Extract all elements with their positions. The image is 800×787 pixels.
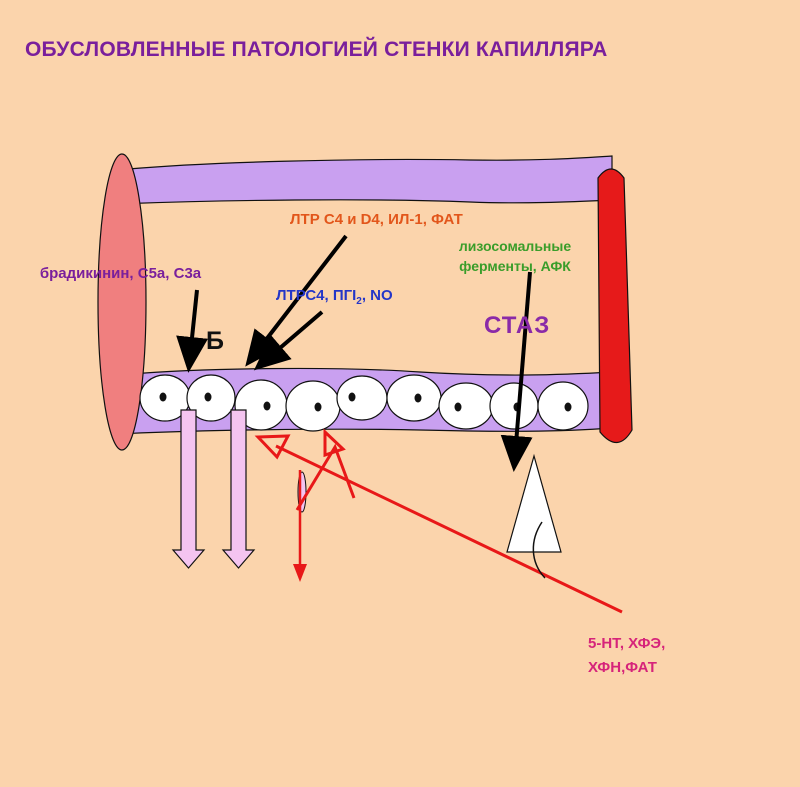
cell-nucleus — [159, 392, 167, 402]
endothelial-cell — [336, 375, 388, 421]
serotonin-arrowhead — [323, 428, 346, 458]
mediator-arrows — [176, 234, 533, 472]
endothelial-cell — [537, 381, 589, 431]
ltrc4-label-subscript: 2 — [356, 296, 362, 307]
ltr-c4d4-arrow — [245, 234, 348, 367]
bradykinin-arrow — [176, 289, 208, 373]
cell-nucleus — [454, 402, 462, 412]
cell-nucleus — [348, 392, 356, 402]
vessel-left-end — [97, 153, 147, 451]
page-title: ОБУСЛОВЛЕННЫЕ ПАТОЛОГИЕЙ СТЕНКИ КАПИЛЛЯР… — [25, 38, 608, 61]
lysosomal-enzymes-label: лизосомальные ферменты, АФК — [458, 238, 572, 274]
cell-nucleus — [414, 393, 422, 403]
ltrc4-label-suffix: , NO — [361, 287, 393, 304]
leaking-cell-arrowhead — [293, 564, 307, 582]
serotonin-label: 5-НТ, ХФЭ, ХФН,ФАТ — [588, 635, 666, 676]
ltr-c4d4-label: ЛТР С4 и D4, ИЛ-1, ФАТ — [290, 211, 463, 228]
serotonin-arrowhead — [254, 434, 291, 460]
thrombus-triangle — [506, 453, 562, 553]
ltrc4-arrow — [253, 310, 324, 371]
leakage-arrow — [221, 409, 256, 569]
cell-nucleus — [263, 401, 271, 411]
cell-nucleus — [314, 402, 322, 412]
bradykinin-label: брадикинин, С5а, С3а — [39, 265, 202, 282]
endothelial-cell — [386, 374, 442, 422]
leakage-arrow — [171, 409, 206, 569]
vessel-right-end — [597, 168, 633, 444]
serotonin-arrows — [254, 428, 623, 614]
b-marker-label: Б — [206, 327, 224, 355]
stasis-label: СТАЗ — [484, 312, 551, 339]
thrombus-curve — [532, 521, 546, 579]
endothelial-cell — [438, 382, 494, 430]
endothelial-cell — [285, 380, 341, 432]
cell-nucleus — [204, 392, 212, 402]
ltrc4-label-main: ЛТРС4, ПГI — [276, 287, 357, 304]
ltrc4-label: ЛТРС4, ПГI2, NO — [276, 287, 393, 307]
cell-nucleus — [564, 402, 572, 412]
lysosomal-arrow — [500, 271, 533, 472]
vessel-upper-wall — [117, 155, 613, 205]
